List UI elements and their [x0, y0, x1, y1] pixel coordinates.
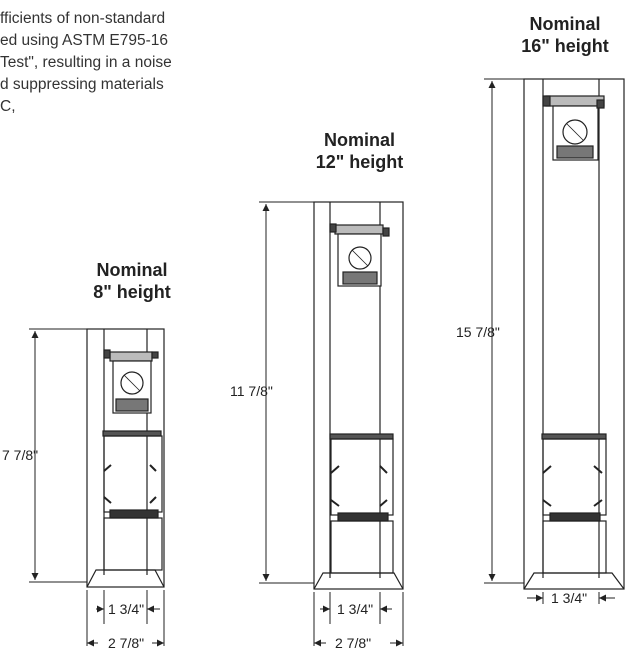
intro-line-3: Test", resulting in a noise: [0, 54, 172, 71]
heading-8in-line2: 8" height: [93, 282, 171, 302]
profile-16in: [523, 78, 625, 590]
profile-8in-outline: [86, 328, 165, 588]
profile-12in-dimensions: [259, 201, 404, 647]
profile-16in-outline: [523, 78, 625, 590]
profile-8in-inner-width-label: 1 3/4": [108, 601, 144, 617]
heading-16in: Nominal 16" height: [505, 13, 625, 57]
profile-12in-height-label: 11 7/8": [230, 383, 273, 399]
profile-12in: [313, 201, 404, 590]
profile-8in-dimensions: [29, 328, 165, 647]
profile-8in-height-label: 7 7/8": [2, 447, 38, 463]
profile-12in-inner-width-label: 1 3/4": [337, 601, 373, 617]
intro-line-4: d suppressing materials: [0, 76, 164, 93]
profile-16in-height-label: 15 7/8": [456, 324, 500, 340]
heading-16in-line1: Nominal: [529, 14, 601, 34]
profile-8in: [86, 328, 165, 588]
heading-8in-line1: Nominal: [96, 260, 168, 280]
heading-12in-line1: Nominal: [323, 130, 395, 150]
intro-paragraph: fficients of non-standard ed using ASTM …: [0, 8, 250, 118]
heading-12in-line2: 12" height: [315, 152, 404, 172]
intro-line-1: fficients of non-standard: [0, 10, 166, 27]
profile-12in-outer-width-label: 2 7/8": [335, 635, 371, 649]
heading-16in-line2: 16" height: [521, 36, 609, 56]
profile-16in-dimensions: [484, 78, 615, 604]
profile-16in-inner-width-label: 1 3/4": [551, 590, 587, 606]
intro-line-2: ed using ASTM E795-16: [0, 32, 169, 49]
profile-12in-seal-circle: [348, 246, 372, 270]
profile-16in-seal-circle: [562, 119, 588, 145]
profile-8in-outer-width-label: 2 7/8": [108, 635, 144, 649]
profile-12in-outline: [313, 201, 404, 590]
profile-8in-seal-circle: [120, 371, 144, 395]
heading-12in: Nominal 12" height: [297, 129, 422, 173]
intro-line-5: C,: [0, 98, 16, 115]
heading-8in: Nominal 8" height: [72, 259, 192, 303]
